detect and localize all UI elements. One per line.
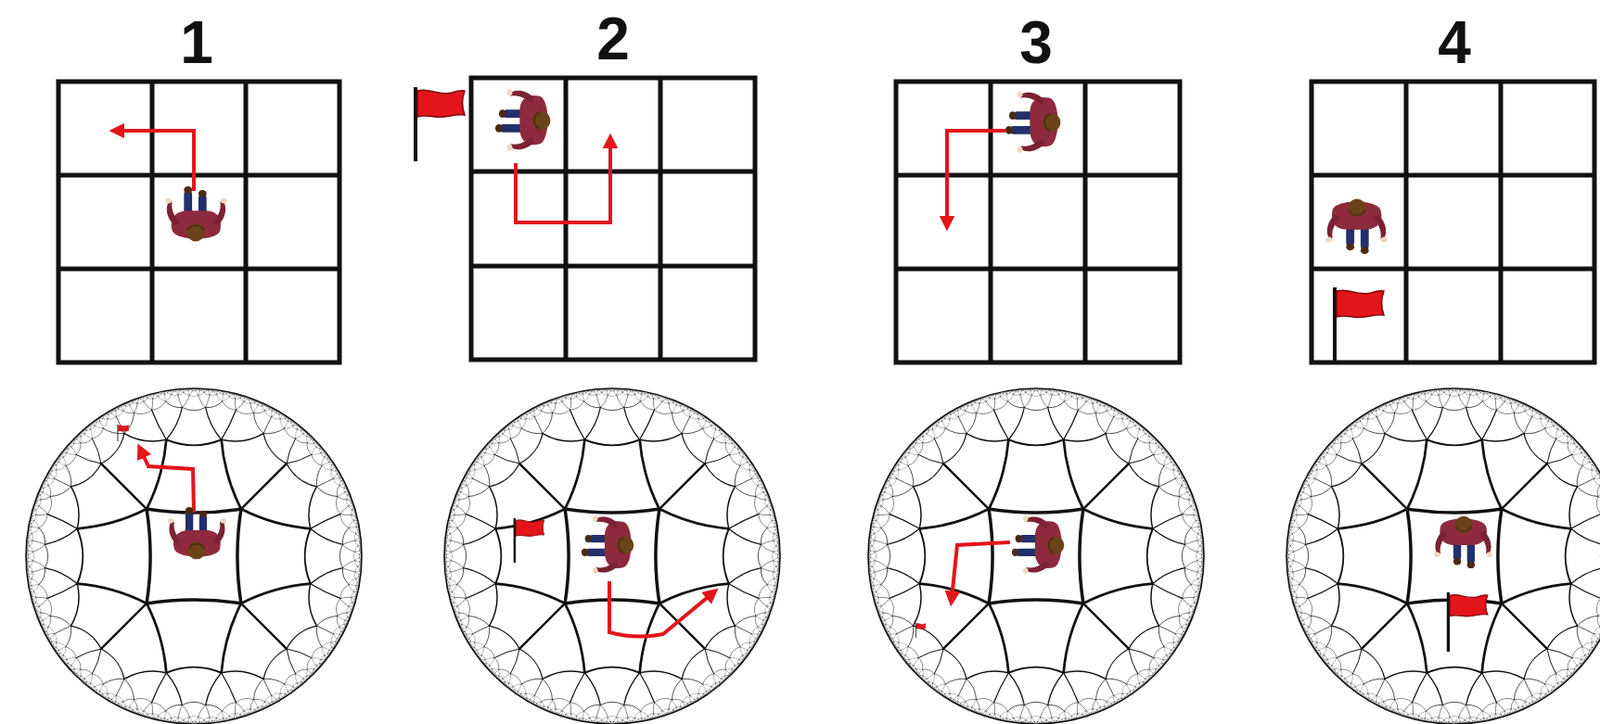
top-figures xyxy=(116,87,1388,362)
panel-number: 3 xyxy=(1019,12,1053,73)
grid-panels xyxy=(58,77,1595,363)
panel-number: 4 xyxy=(1437,12,1472,73)
panel-number: 1 xyxy=(179,12,214,73)
panel-number: 2 xyxy=(596,9,630,69)
disk-figures xyxy=(117,424,1493,653)
hyperbolic-disks xyxy=(25,388,1600,724)
